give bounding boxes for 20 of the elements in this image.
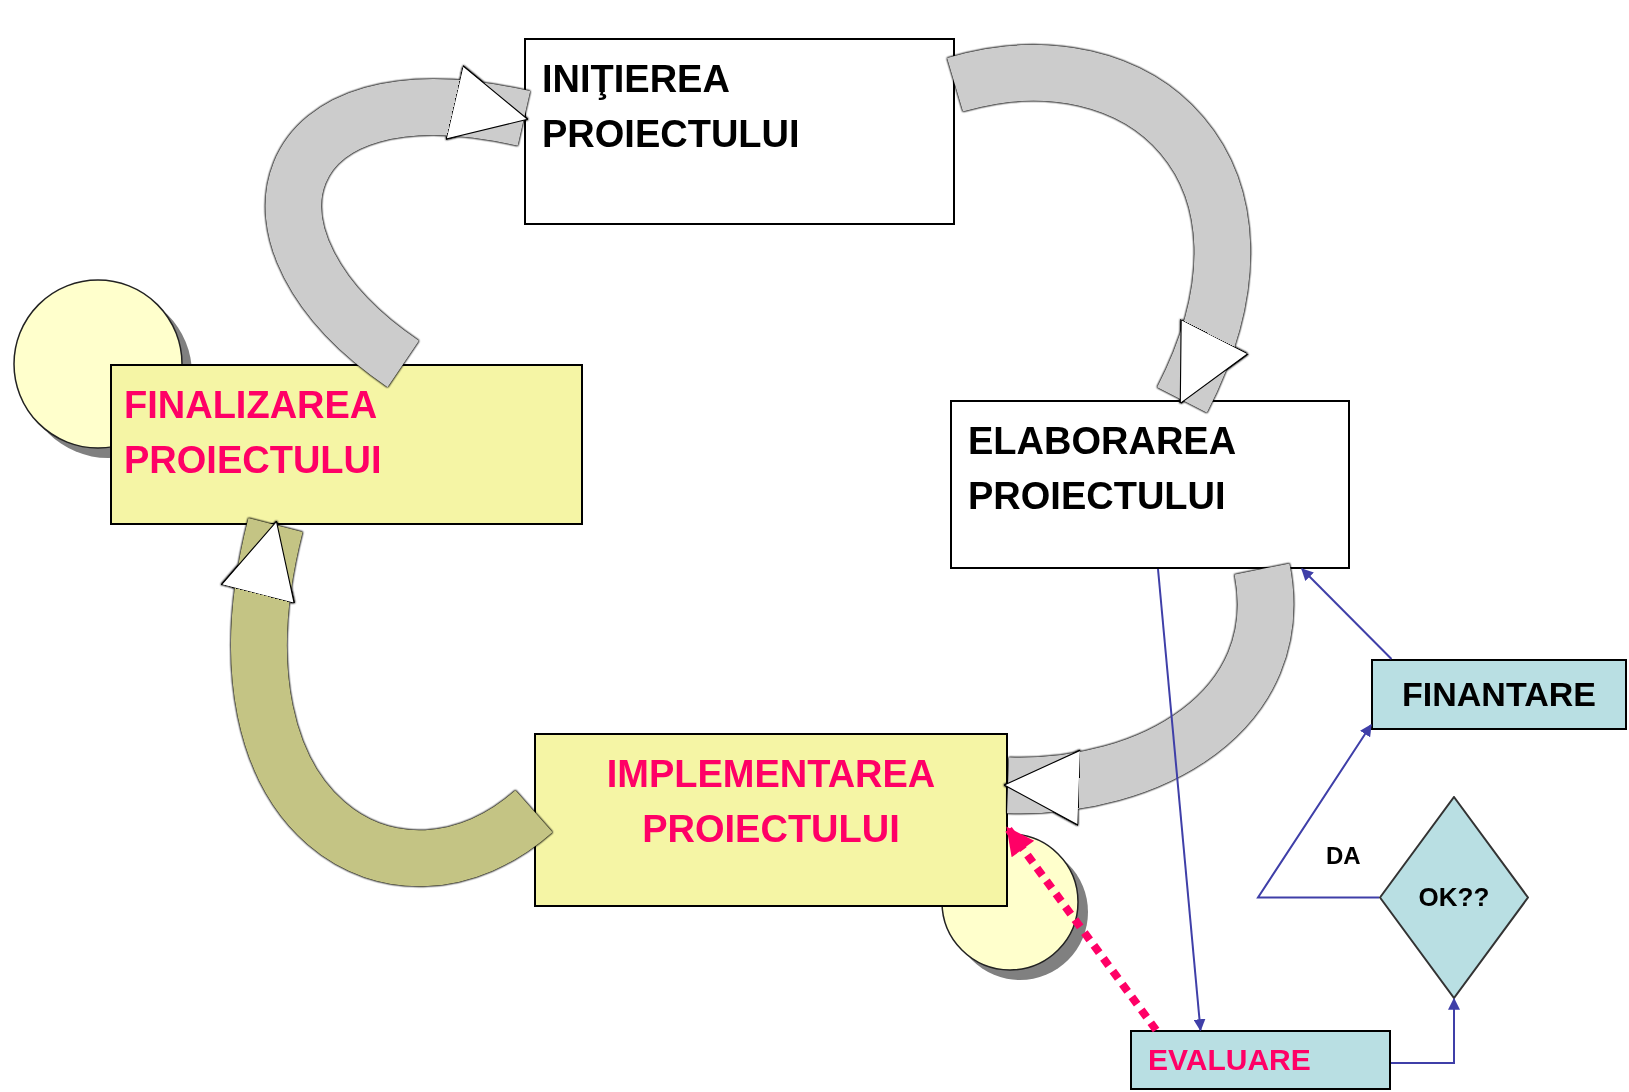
- arrow: [1390, 997, 1460, 1064]
- process-box: [110, 364, 583, 525]
- box-title: INIŢIEREA PROIECTULUI: [542, 57, 801, 158]
- process-box: [950, 400, 1350, 569]
- block-arrow: [1003, 566, 1294, 823]
- decision-label: OK??: [1418, 881, 1490, 914]
- process-box: [1130, 1030, 1391, 1090]
- arrow: [1157, 568, 1206, 1032]
- box-title: EVALUARE: [1148, 1042, 1311, 1079]
- block-arrow: [224, 519, 551, 886]
- box-title: FINANTARE: [1402, 673, 1596, 715]
- box-title: FINALIZAREA PROIECTULUI: [124, 383, 383, 484]
- arrow: [1004, 826, 1160, 1033]
- process-box: [524, 38, 955, 225]
- box-title: ELABORAREA PROIECTULUI: [968, 419, 1236, 520]
- arrow: [1301, 568, 1393, 660]
- process-box: [534, 733, 1008, 907]
- box-title: IMPLEMENTAREA PROIECTULUI: [605, 752, 937, 853]
- arrow: [1256, 724, 1380, 899]
- process-box: [1371, 659, 1627, 730]
